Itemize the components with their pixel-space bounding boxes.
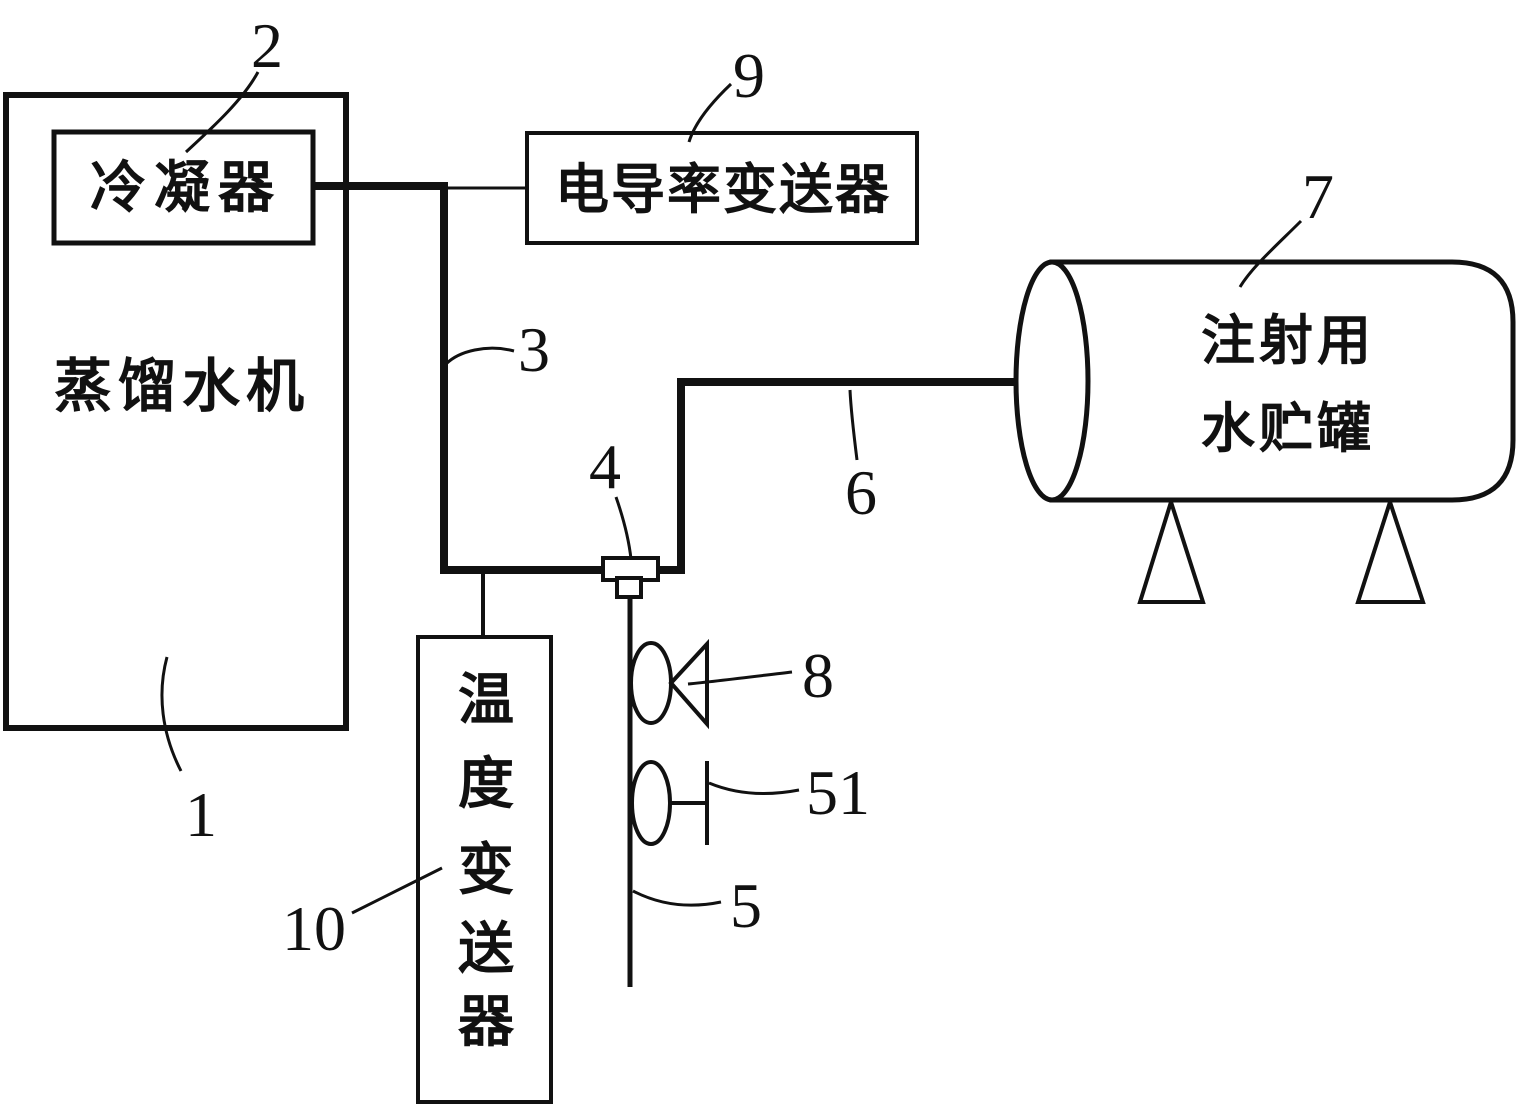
- temperature-transmitter-char-4: 送: [458, 919, 514, 981]
- temperature-transmitter-char-3: 变: [458, 840, 514, 902]
- condenser-box: [51, 129, 316, 246]
- leader-51: [708, 781, 800, 796]
- ref-label-51: 51: [806, 757, 870, 828]
- leader-3: [444, 346, 515, 366]
- ref-label-6: 6: [845, 457, 877, 528]
- pipe-3: [313, 182, 606, 574]
- storage-tank-end-cap: [1013, 259, 1091, 503]
- leader-4: [614, 496, 633, 560]
- leader-10: [351, 866, 443, 915]
- storage-tank-label-line1: 注射用: [1201, 311, 1375, 371]
- temperature-transmitter-char-1: 温: [458, 670, 514, 732]
- tank-leg-right: [1355, 495, 1426, 604]
- leader-9: [687, 82, 733, 143]
- storage-tank-label-line2: 水贮罐: [1201, 399, 1375, 459]
- condenser-label: 冷凝器: [90, 158, 282, 220]
- conductivity-transmitter-box: [525, 131, 919, 245]
- leader-1: [160, 656, 183, 772]
- leader-8: [687, 670, 793, 686]
- temperature-transmitter-char-2: 度: [458, 754, 514, 816]
- conductivity-transmitter-label: 电导率变送器: [555, 160, 891, 220]
- ref-label-7: 7: [1302, 161, 1334, 232]
- pipe-6: [655, 378, 1018, 574]
- ref-label-9: 9: [733, 40, 765, 111]
- ref-label-5: 5: [730, 870, 762, 941]
- leader-5: [632, 889, 722, 907]
- ref-label-1: 1: [185, 779, 217, 850]
- ref-label-3: 3: [518, 314, 550, 385]
- distiller-label: 蒸馏水机: [54, 354, 310, 419]
- sampling-fitting-nozzle: [615, 576, 643, 599]
- leader-2: [184, 71, 260, 154]
- leader-7: [1238, 219, 1303, 288]
- storage-tank-body: [1049, 259, 1516, 503]
- tank-leg-left: [1137, 495, 1206, 604]
- sample-valve-circle: [630, 760, 672, 846]
- ref-label-2: 2: [251, 10, 283, 81]
- check-valve-circle: [629, 641, 673, 725]
- leader-6: [848, 389, 859, 461]
- ref-label-10: 10: [282, 893, 346, 964]
- ref-label-4: 4: [589, 431, 621, 502]
- ref-label-8: 8: [802, 640, 834, 711]
- temperature-transmitter-char-5: 器: [458, 992, 515, 1054]
